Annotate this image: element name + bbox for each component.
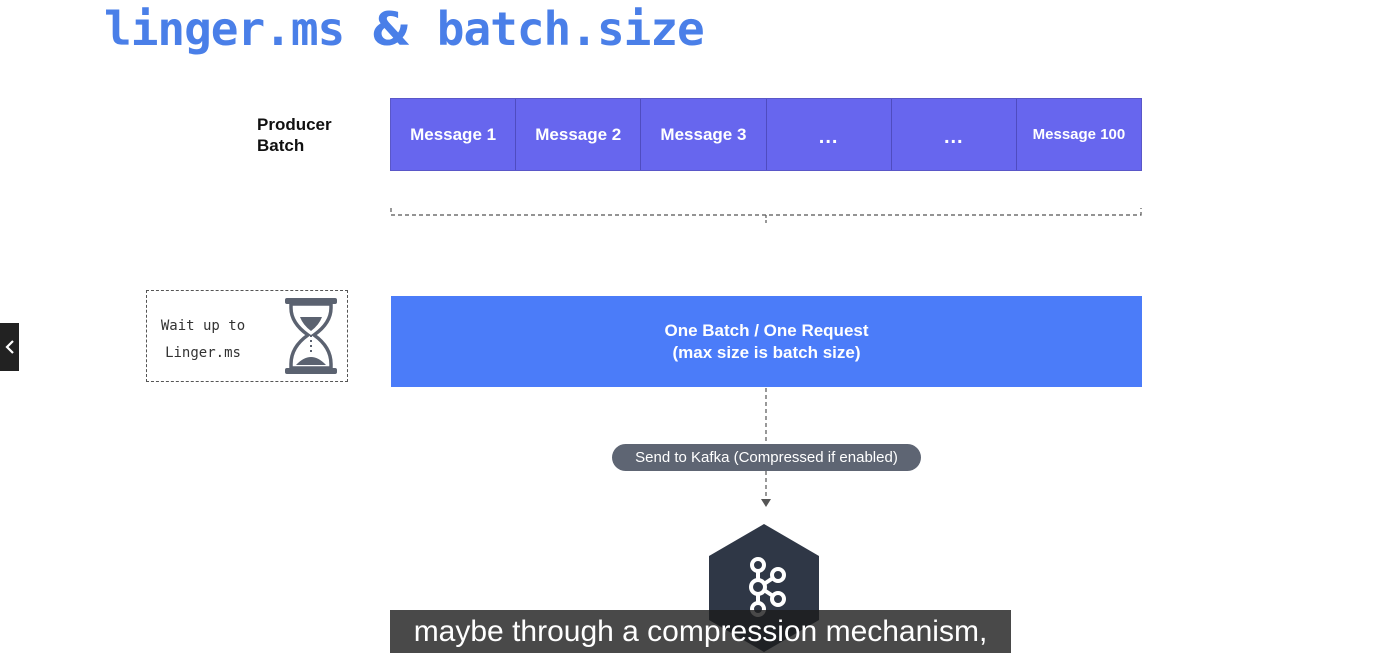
chevron-left-icon	[4, 340, 14, 354]
producer-label-line2: Batch	[257, 136, 305, 155]
one-batch-request-box: One Batch / One Request (max size is bat…	[391, 296, 1142, 387]
message-cell: Message 3	[641, 99, 767, 170]
hourglass-icon	[285, 298, 337, 374]
producer-label-line1: Producer	[257, 115, 332, 134]
title-batch-size: batch.size	[436, 2, 705, 56]
message-cell: Message 100	[1032, 126, 1126, 143]
producer-batch-label: Producer Batch	[257, 114, 332, 156]
slide-title: linger.ms & batch.size	[104, 2, 705, 56]
video-caption: maybe through a compression mechanism,	[390, 610, 1011, 653]
message-cell: Message 2	[516, 99, 642, 170]
wait-line2: Linger.ms	[165, 345, 241, 361]
message-cell: Message 1	[391, 99, 517, 170]
previous-slide-button[interactable]	[0, 323, 19, 371]
title-linger-ms: linger.ms	[104, 2, 345, 56]
message-cell: ...	[767, 99, 892, 170]
linger-wait-box: Wait up to Linger.ms	[146, 290, 348, 382]
wait-text: Wait up to Linger.ms	[158, 313, 248, 367]
send-to-kafka-pill: Send to Kafka (Compressed if enabled)	[612, 444, 921, 471]
title-ampersand: &	[370, 2, 411, 56]
wait-line1: Wait up to	[160, 318, 246, 334]
request-line1: One Batch / One Request	[664, 320, 869, 340]
message-cell: ...	[892, 99, 1017, 170]
request-line2: (max size is batch size)	[672, 342, 861, 362]
